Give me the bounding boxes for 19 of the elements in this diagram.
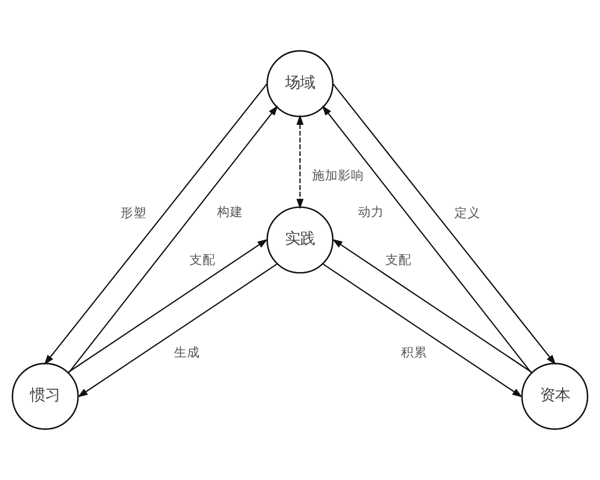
arrow [322,264,523,398]
node-circle: 惯习 [12,362,79,430]
edge-label: 构建 [217,204,244,219]
edge-label: 积累 [400,344,427,360]
edge-label: 形塑 [120,205,147,220]
edge-label: 生成 [174,344,200,360]
arrow [68,238,268,373]
edge-label: 支配 [386,252,412,267]
edge-label: 支配 [189,252,216,267]
edge-label: 定义 [454,205,480,220]
arrow [322,105,532,374]
edge-label: 施加影响 [312,167,364,182]
arrow [77,264,278,398]
node-circle: 实践 [266,206,334,274]
node-circle: 资本 [521,362,588,430]
arrow [332,238,532,373]
arrow [296,114,304,210]
edge-label: 动力 [358,204,384,219]
arrow [68,105,278,374]
